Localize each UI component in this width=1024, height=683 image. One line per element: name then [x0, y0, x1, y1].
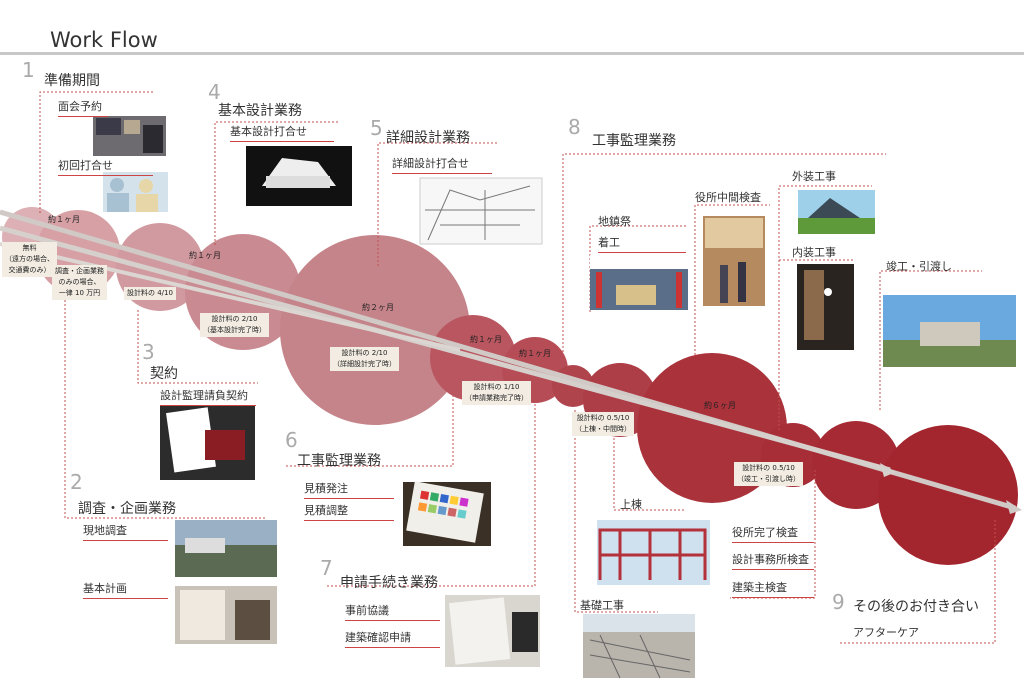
stage-6-item-estimate-order: 見積発注: [304, 480, 394, 499]
stage-8-item-groundbreaking: 着工: [598, 234, 686, 253]
stage-4-title: 基本設計業務: [218, 103, 302, 119]
stage-1-title: 準備期間: [44, 73, 100, 89]
stage-8-item-foundation: 基礎工事: [580, 599, 624, 612]
stage-2-number: 2: [70, 470, 83, 494]
stage-8-item-ground-ceremony: 地鎮祭: [598, 215, 631, 228]
stage-9-number: 9: [832, 590, 845, 614]
stage-7-title: 申請手続き業務: [340, 575, 438, 591]
stage-9-title: その後のお付き合い: [853, 599, 979, 615]
fee-box: 設計料の 1/10（申請業務完了時）: [462, 381, 531, 405]
stage-7-item-preliminary: 事前協議: [345, 602, 440, 621]
arrow-head: [1006, 500, 1022, 514]
title-divider: [0, 52, 1024, 55]
dashed-connectors: [39, 91, 996, 644]
stage-8-item-midterm-inspection: 役所中間検査: [695, 191, 761, 204]
stage-8-item-final-inspection: 役所完了検査: [732, 524, 814, 543]
stage-8-item-framing: 上棟: [620, 498, 642, 511]
fee-box: 設計料の 4/10: [124, 287, 176, 300]
stage-8-item-architect-inspection: 設計事務所検査: [732, 551, 814, 570]
stage-3-number: 3: [142, 340, 155, 364]
fee-box: 設計料の 0.5/10（竣工・引渡し時）: [734, 462, 803, 486]
stage-4-number: 4: [208, 80, 221, 104]
stage-2-item-basic-plan: 基本計画: [83, 580, 168, 599]
phase-circle: [812, 421, 900, 509]
stage-7-number: 7: [320, 556, 333, 580]
phase-duration: 約１ヶ月: [470, 335, 502, 344]
stage-8-item-handover: 竣工・引渡し: [886, 260, 952, 273]
phase-duration: 約６ヶ月: [704, 401, 736, 410]
stage-3-item-contract: 設計監理請負契約: [160, 387, 256, 406]
phase-duration: 約２ヶ月: [362, 303, 394, 312]
stage-9-item-aftercare: アフターケア: [853, 626, 919, 639]
stage-8-item-owner-inspection: 建築主検査: [732, 579, 814, 598]
photos: [93, 116, 1016, 679]
fee-box: 設計料の 2/10（基本設計完了時）: [200, 313, 269, 337]
stage-8-number: 8: [568, 115, 581, 139]
arrow-line: [0, 225, 891, 473]
stage-6-number: 6: [285, 428, 298, 452]
stage-1-item-appointment: 面会予約: [58, 98, 108, 117]
arrow-head: [880, 463, 896, 477]
stage-2-title: 調査・企画業務: [78, 501, 176, 517]
stage-6-title: 工事監理業務: [297, 453, 381, 469]
fee-box: 設計料の 2/10（詳細設計完了時）: [330, 347, 399, 371]
stage-1-number: 1: [22, 58, 35, 82]
stage-8-title: 工事監理業務: [592, 133, 676, 149]
arrow-line: [0, 242, 461, 352]
fee-box: 調査・企画業務のみの場合、一律 10 万円: [52, 265, 107, 300]
stage-7-item-building-confirmation: 建築確認申請: [345, 629, 440, 648]
stage-6-item-estimate-adjust: 見積調整: [304, 502, 394, 521]
fee-box: 無料（遠方の場合、交通費のみ）: [2, 242, 57, 277]
phase-circle: [878, 425, 1018, 565]
phase-duration: 約１ヶ月: [48, 215, 80, 224]
page-title: Work Flow: [50, 28, 158, 52]
phase-duration: 約１ヶ月: [189, 251, 221, 260]
stage-5-number: 5: [370, 116, 383, 140]
stage-4-item-basic-design-meeting: 基本設計打合せ: [230, 123, 334, 142]
stage-8-item-exterior-work: 外装工事: [792, 170, 836, 183]
stage-1-item-first-meeting: 初回打合せ: [58, 157, 153, 176]
stage-8-item-interior-work: 内装工事: [792, 246, 836, 259]
phase-duration: 約１ヶ月: [519, 349, 551, 358]
fee-box: 設計料の 0.5/10（上棟・中間時）: [572, 412, 634, 436]
stage-5-item-detail-design-meeting: 詳細設計打合せ: [392, 155, 492, 174]
stage-3-title: 契約: [150, 366, 178, 382]
timeline-arrows: [0, 209, 1022, 514]
stage-2-item-site-survey: 現地調査: [83, 522, 168, 541]
stage-5-title: 詳細設計業務: [386, 130, 470, 146]
